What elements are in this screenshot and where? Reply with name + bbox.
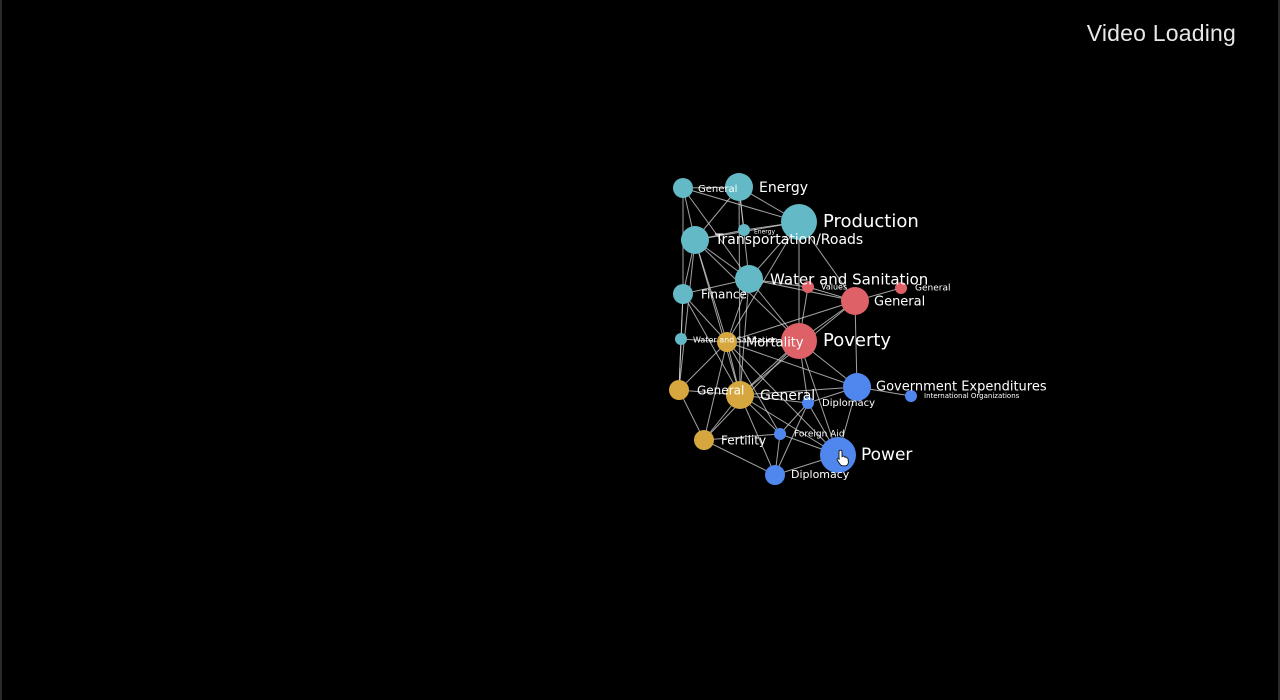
graph-node-label-pop-general: General bbox=[760, 388, 815, 404]
graph-node-label-int-power: Power bbox=[861, 445, 912, 465]
graph-edge bbox=[774, 402, 809, 476]
graph-node-inf-general[interactable] bbox=[673, 178, 693, 198]
graph-edge bbox=[854, 300, 858, 388]
graph-edge bbox=[694, 239, 741, 396]
graph-edge bbox=[726, 341, 858, 388]
graph-edge bbox=[739, 394, 776, 476]
graph-edge bbox=[678, 341, 728, 391]
graph-node-label-int-diplomacy: Diplomacy bbox=[791, 468, 850, 481]
graph-edge bbox=[703, 341, 728, 441]
graph-node-label-pov-general-small: General bbox=[915, 284, 950, 294]
graph-node-label-pop-general-left: General bbox=[697, 384, 744, 398]
graph-edge bbox=[738, 186, 741, 396]
graph-node-label-inf-production: Production bbox=[823, 211, 919, 232]
graph-node-inf-transportation[interactable] bbox=[681, 226, 709, 254]
graph-node-label-pov-values: Values bbox=[821, 283, 847, 292]
graph-node-int-foreignaid[interactable] bbox=[774, 428, 786, 440]
graph-node-inf-energy[interactable] bbox=[725, 173, 753, 201]
graph-node-label-inf-water-small: Water and Sanitation bbox=[693, 336, 777, 345]
graph-node-label-int-intorgs: International Organizations bbox=[924, 392, 1020, 400]
graph-node-int-diplomacy[interactable] bbox=[765, 465, 785, 485]
graph-edge bbox=[682, 293, 728, 343]
graph-edge bbox=[703, 439, 776, 476]
graph-edge bbox=[779, 402, 809, 435]
graph-node-label-inf-energy: Energy bbox=[759, 180, 808, 196]
graph-node-pov-general-small[interactable] bbox=[895, 282, 907, 294]
graph-edge bbox=[748, 278, 856, 302]
graph-edge bbox=[739, 386, 858, 396]
graph-node-int-govexp[interactable] bbox=[843, 373, 871, 401]
graph-node-label-int-govexp: Government Expenditures bbox=[876, 380, 1047, 395]
graph-edge bbox=[703, 433, 781, 441]
graph-edge bbox=[739, 394, 839, 456]
graph-node-pop-mortality[interactable] bbox=[717, 332, 737, 352]
graph-edge bbox=[739, 278, 750, 396]
graph-node-pov-general[interactable] bbox=[841, 287, 869, 315]
graph-node-pop-general[interactable] bbox=[726, 381, 754, 409]
graph-node-pop-fertility[interactable] bbox=[694, 430, 714, 450]
graph-node-pov-values[interactable] bbox=[802, 281, 814, 293]
graph-edge bbox=[726, 300, 856, 343]
graph-node-inf-energy-small[interactable] bbox=[738, 224, 750, 236]
graph-edge bbox=[726, 341, 781, 435]
graph-node-label-inf-water: Water and Sanitation bbox=[770, 271, 928, 289]
graph-edge bbox=[726, 341, 839, 456]
graph-node-pop-general-left[interactable] bbox=[669, 380, 689, 400]
graph-node-label-inf-general: General bbox=[698, 184, 737, 195]
graph-node-pov-poverty[interactable] bbox=[781, 323, 817, 359]
graph-node-int-intorgs[interactable] bbox=[905, 390, 917, 402]
graph-edge bbox=[798, 340, 839, 456]
graph-node-inf-finance[interactable] bbox=[673, 284, 693, 304]
video-status-text: Video Loading bbox=[1086, 20, 1236, 46]
graph-node-inf-water[interactable] bbox=[735, 265, 763, 293]
graph-edge bbox=[682, 293, 741, 396]
graph-node-int-diplomacy-top[interactable] bbox=[802, 397, 814, 409]
graph-node-label-pop-fertility: Fertility bbox=[721, 434, 766, 448]
graph-node-label-inf-finance: Finance bbox=[701, 288, 747, 302]
graph-edge bbox=[682, 187, 750, 280]
graph-edge bbox=[678, 239, 696, 391]
graph-node-label-inf-energy-small: Energy bbox=[754, 229, 775, 236]
graph-node-label-pop-mortality: Mortality bbox=[746, 336, 804, 351]
pointer-hand-icon bbox=[836, 449, 849, 467]
graph-node-inf-production[interactable] bbox=[781, 204, 817, 240]
graph-node-inf-water-small[interactable] bbox=[675, 333, 687, 345]
graph-node-label-pov-general: General bbox=[874, 295, 925, 310]
graph-node-label-pov-poverty: Poverty bbox=[823, 330, 891, 351]
graph-node-label-int-diplomacy-top: Diplomacy bbox=[822, 398, 875, 409]
graph-node-label-int-foreignaid: Foreign Aid bbox=[794, 430, 845, 440]
graph-node-label-inf-transportation: Transportation/Roads bbox=[714, 232, 863, 248]
